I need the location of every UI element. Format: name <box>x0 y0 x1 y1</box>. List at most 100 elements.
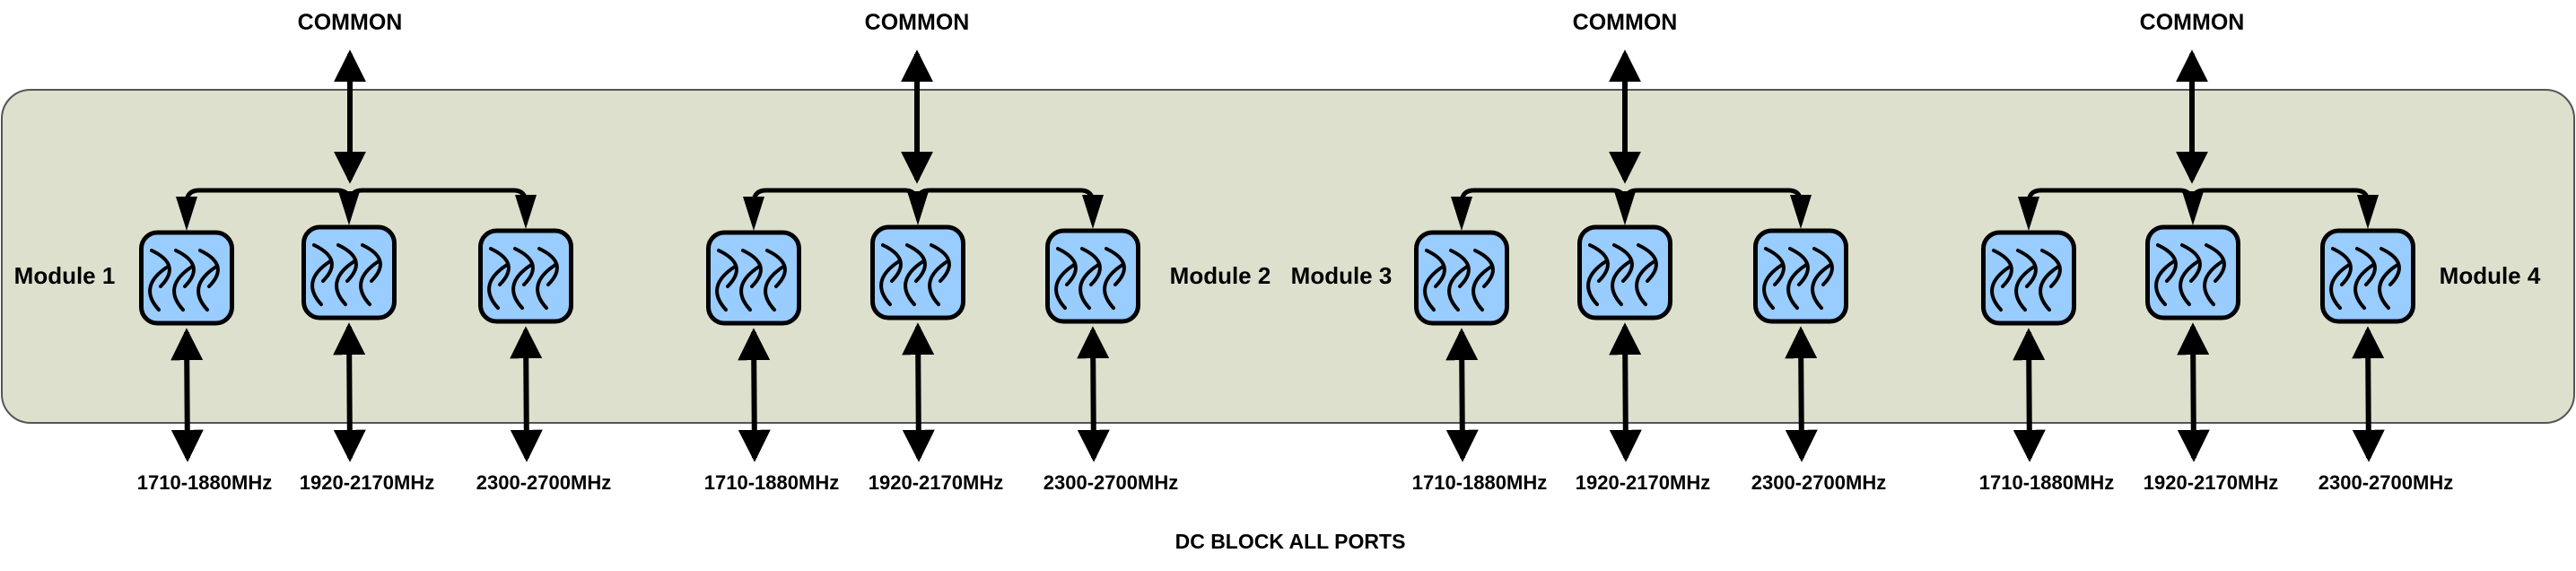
resonator-arc-lower <box>1762 263 1784 310</box>
band-port-label: 1920-2170MHz <box>869 471 1003 494</box>
resonator-arc-lower <box>2039 265 2060 312</box>
filter-module: COMMON 1710-1880MHz 1920-2170MHz 2300-2700M… <box>1979 10 2541 494</box>
bandpass-filter-icon <box>1414 230 1509 326</box>
band-port-label: 2300-2700MHz <box>476 471 611 494</box>
resonator-arc-lower <box>1447 265 1469 312</box>
branch-arrowhead <box>2182 191 2204 225</box>
dc-block-note: DC BLOCK ALL PORTS <box>1175 530 1406 553</box>
band-port-label: 1710-1880MHz <box>704 471 839 494</box>
band-port-arrow <box>2177 322 2210 462</box>
bandpass-filter-icon <box>870 224 965 321</box>
band-port-arrow <box>1609 322 1642 462</box>
band-port-label: 2300-2700MHz <box>1751 471 1886 494</box>
band-port-arrow <box>510 326 543 462</box>
resonator-arc-lower <box>1811 263 1832 310</box>
branch-arrowhead <box>1082 195 1104 229</box>
resonator-arc-lower <box>172 265 194 312</box>
branch-arrowhead <box>338 191 360 225</box>
resonator-arc-lower <box>310 259 332 306</box>
band-port-label: 2300-2700MHz <box>1043 471 1178 494</box>
band-port-label: 1710-1880MHz <box>137 471 272 494</box>
resonator-arc-lower <box>715 265 737 312</box>
resonator-arc-lower <box>1471 265 1493 312</box>
enclosure-panel <box>1 89 2575 424</box>
band-port-arrow <box>170 328 204 462</box>
branch-arrowhead <box>2357 195 2379 229</box>
resonator-arc-lower <box>904 259 925 306</box>
resonator-arc-lower <box>928 259 949 306</box>
branch-arrowhead <box>907 191 929 225</box>
branch-arrowhead <box>515 195 537 229</box>
resonator-arc-lower <box>1103 263 1124 310</box>
module-label: Module 4 <box>2440 262 2541 289</box>
bandpass-filter-icon <box>478 228 573 324</box>
bandpass-filter-icon <box>2320 228 2415 324</box>
common-port-label: COMMON <box>298 10 403 35</box>
resonator-arc-lower <box>764 265 785 312</box>
band-port-arrow <box>1077 326 1110 462</box>
filter-module: COMMON 1710-1880MHz 1920-2170MHz 2300-2700M… <box>704 10 1271 494</box>
bandpass-filter-icon <box>706 230 801 326</box>
resonator-arc-lower <box>2378 263 2399 310</box>
resonator-arc-lower <box>335 259 356 306</box>
band-port-label: 1920-2170MHz <box>300 471 434 494</box>
band-port-label: 1920-2170MHz <box>1576 471 1710 494</box>
filter-module: COMMON 1710-1880MHz 1920-2170MHz 2300-2700M… <box>14 10 612 494</box>
resonator-arc-lower <box>1611 259 1632 306</box>
band-port-label: 1710-1880MHz <box>1412 471 1547 494</box>
band-port-arrow <box>1785 326 1818 462</box>
band-port-label: 1710-1880MHz <box>1979 471 2114 494</box>
resonator-arc-lower <box>739 265 761 312</box>
resonator-arc-lower <box>536 263 557 310</box>
module-label: Module 3 <box>1291 262 1393 289</box>
resonator-arc-lower <box>148 265 170 312</box>
resonator-arc-lower <box>2179 259 2200 306</box>
resonator-arc-lower <box>487 263 509 310</box>
common-port-label: COMMON <box>1573 10 1678 35</box>
band-port-arrow <box>902 322 935 462</box>
bandpass-filter-icon <box>1753 228 1848 324</box>
resonator-arc-lower <box>2154 259 2176 306</box>
band-port-arrow <box>2013 328 2046 462</box>
resonator-arc-lower <box>2203 259 2224 306</box>
filter-module: COMMON 1710-1880MHz 1920-2170MHz 2300-2700M… <box>1291 10 1887 494</box>
common-port-label: COMMON <box>2140 10 2245 35</box>
resonator-arc-lower <box>511 263 533 310</box>
branch-arrowhead <box>1451 197 1472 231</box>
band-port-arrow <box>333 322 366 462</box>
band-port-label: 1920-2170MHz <box>2144 471 2278 494</box>
resonator-arc-lower <box>1635 259 1656 306</box>
resonator-arc-lower <box>2329 263 2351 310</box>
resonator-arc-lower <box>1786 263 1808 310</box>
branch-arrowhead <box>2018 197 2039 231</box>
resonator-arc-lower <box>2353 263 2375 310</box>
resonator-arc-lower <box>2014 265 2036 312</box>
band-port-arrow <box>738 328 771 462</box>
bandpass-filter-icon <box>139 230 234 326</box>
band-port-arrow <box>2352 326 2385 462</box>
resonator-arc-lower <box>1078 263 1100 310</box>
branch-arrowhead <box>1790 195 1812 229</box>
band-port-label: 2300-2700MHz <box>2318 471 2453 494</box>
module-label: Module 2 <box>1170 262 1271 289</box>
resonator-arc-lower <box>359 259 380 306</box>
common-port-label: COMMON <box>865 10 970 35</box>
bandpass-filter-icon <box>301 224 397 321</box>
resonator-arc-lower <box>879 259 901 306</box>
bandpass-filter-icon <box>1577 224 1672 321</box>
resonator-arc-lower <box>1423 265 1445 312</box>
resonator-arc-lower <box>196 265 218 312</box>
resonator-arc-lower <box>1990 265 2012 312</box>
branch-arrowhead <box>743 197 764 231</box>
bandpass-filter-icon <box>2145 224 2240 321</box>
bandpass-filter-icon <box>1981 230 2076 326</box>
branch-arrowhead <box>1614 191 1636 225</box>
band-port-arrow <box>1445 328 1479 462</box>
module-label: Module 1 <box>14 262 116 289</box>
resonator-arc-lower <box>1054 263 1076 310</box>
branch-arrowhead <box>176 197 197 231</box>
bandpass-filter-icon <box>1045 228 1140 324</box>
resonator-arc-lower <box>1586 259 1608 306</box>
